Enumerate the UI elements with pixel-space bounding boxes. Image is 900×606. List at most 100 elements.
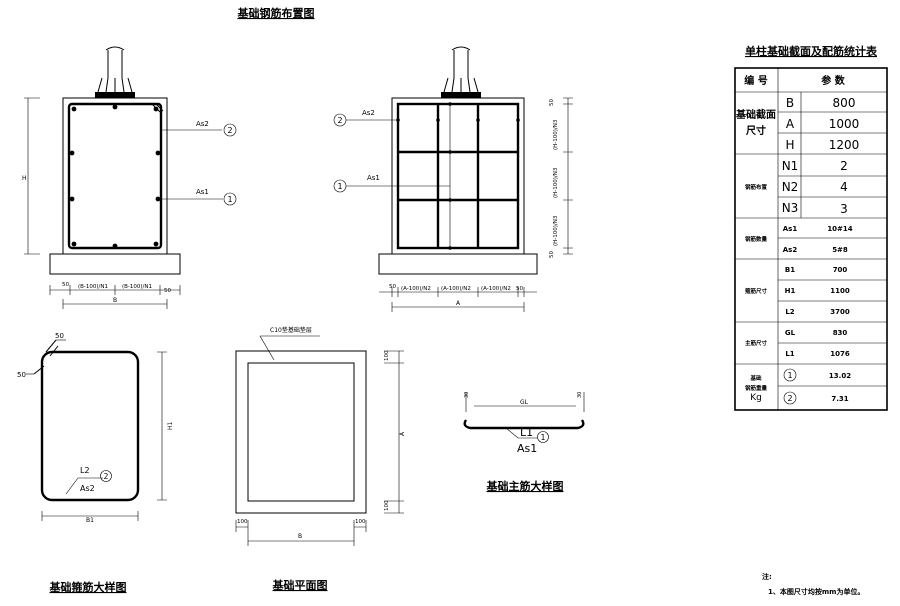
row-val-as1: 10#14 (827, 225, 852, 233)
title-stats-table: 单柱基础截面及配筋统计表 (745, 44, 878, 58)
dim-h1-label: H1 (167, 421, 174, 430)
label-as1-right: As1 (367, 174, 380, 182)
stirrup-outline (67, 102, 163, 250)
dim-right-chain (563, 97, 573, 255)
label-l2: L2 (80, 466, 90, 475)
notes-line-1: 1、本图尺寸均按mm为单位。 (768, 587, 864, 596)
base-plate (95, 92, 135, 98)
row-key-n2: N2 (782, 180, 799, 194)
group-label-main: 主筋尺寸 (745, 339, 768, 347)
foundation-plan: C10垫基础垫层 100 A 100 100 100 B (235, 326, 406, 546)
dim-b1-line (41, 511, 139, 521)
label-as2-stirrup: As2 (80, 484, 95, 493)
dim-gl-label: GL (520, 399, 529, 406)
table-header-code: 编 号 (744, 74, 767, 87)
row-val-b1: 700 (833, 266, 848, 274)
group-label-count: 钢筋数量 (745, 235, 768, 243)
dim-a-label: A (456, 300, 461, 307)
dim-bottom-chain (49, 285, 181, 295)
dim-h-line (24, 97, 40, 255)
dim-h1-line (157, 351, 167, 501)
pedestal-outline (62, 97, 168, 255)
dim-bottom-chain-right (379, 287, 537, 297)
dim-b-plan: B (298, 533, 302, 540)
column-stub (105, 46, 125, 78)
title-main-bar-detail: 基础主筋大样图 (486, 479, 564, 493)
dim-gl-line (465, 392, 585, 412)
leader-stirrup (65, 477, 103, 495)
row-val-b: 800 (833, 96, 856, 110)
svg-text:50: 50 (516, 286, 523, 292)
row-key-weight-1: 1 (787, 371, 792, 380)
row-key-a: A (786, 117, 795, 131)
leader-main-bar (505, 427, 538, 439)
pedestal-outline-plan (247, 362, 355, 502)
circle-1-main-bar: 1 (541, 433, 546, 442)
group-label-weight-2: 钢筋重量 (745, 384, 768, 392)
row-key-b1: B1 (785, 266, 795, 274)
dim-h-label: H (22, 175, 27, 182)
column-base-plate-stiffeners (97, 77, 133, 93)
table-frame (734, 67, 888, 411)
svg-text:100: 100 (384, 350, 390, 361)
dim-plan-vertical (384, 350, 404, 514)
group-label-section-2: 尺寸 (746, 124, 766, 137)
stirrup-shape (40, 350, 140, 502)
row-val-h: 1200 (829, 138, 860, 152)
svg-text:30: 30 (577, 392, 583, 398)
left-elevation: H As2 2 As1 1 50 (B-100)/N1 (B-100)/N1 5… (22, 46, 237, 309)
table-row-lines (735, 91, 887, 387)
group-label-weight-unit: Kg (750, 393, 762, 403)
dim-b-n1-1: (B-100)/N1 (78, 284, 108, 290)
stirrup-detail: 50 50 H1 B1 L2 2 As2 (17, 332, 174, 524)
label-as1-main-bar: As1 (517, 442, 537, 455)
row-key-as1: As1 (783, 225, 798, 233)
title-stirrup-detail: 基础箍筋大样图 (49, 580, 127, 594)
row-val-l1: 1076 (830, 350, 850, 358)
group-label-stirrup: 箍筋尺寸 (744, 287, 768, 295)
circle-1-right: 1 (337, 182, 342, 191)
row-key-n3: N3 (782, 201, 799, 215)
svg-text:100: 100 (237, 519, 248, 525)
circle-2-stirrup: 2 (104, 472, 109, 481)
row-val-weight-1: 13.02 (829, 372, 851, 380)
row-val-weight-2: 7.31 (831, 395, 848, 403)
footing-pad-right (378, 253, 538, 275)
dim-50-left: 50 (62, 282, 69, 288)
dim-50-stirrup-top: 50 (55, 332, 64, 340)
row-key-h: H (785, 138, 794, 152)
dim-h-n3-2: (H-100)/N3 (553, 167, 559, 198)
column-stub-right (451, 46, 471, 78)
label-as2-right: As2 (362, 109, 375, 117)
svg-text:50: 50 (549, 99, 555, 106)
title-foundation-plan: 基础平面图 (272, 578, 328, 592)
dim-a-plan: A (399, 431, 406, 436)
row-val-as2: 5#8 (832, 246, 848, 254)
label-as1-left: As1 (196, 188, 209, 196)
group-label-weight-1: 基础 (749, 374, 762, 382)
row-val-n1: 2 (840, 159, 848, 173)
group-label-section-1: 基础截面 (735, 108, 776, 121)
circle-2-right: 2 (337, 116, 342, 125)
main-bar-detail: 30 GL 30 L1 1 As1 (463, 392, 585, 455)
pad-outline-plan (235, 350, 367, 514)
right-elevation: 2 As2 1 As1 50 (H-100)/N3 (H-100)/N3 (H-… (333, 46, 573, 312)
label-c10: C10垫基础垫层 (270, 326, 312, 334)
dim-b-line (62, 299, 168, 309)
dim-plan-horizontal (235, 520, 367, 546)
notes-heading: 注: (762, 572, 772, 581)
row-key-h1: H1 (785, 287, 796, 295)
footing-pad (49, 253, 181, 275)
dim-a-line (391, 302, 525, 312)
stats-table[interactable]: 编 号 参 数 基础截面 尺寸 钢筋布置 钢筋数量 箍筋尺寸 主筋尺寸 基础 钢… (734, 67, 888, 411)
circle-1-left: 1 (227, 195, 232, 204)
rebar-cage-outline (396, 102, 520, 250)
rebar-grid-lines (398, 104, 518, 248)
circle-2-left: 2 (227, 126, 232, 135)
row-val-n3: 3 (840, 202, 848, 216)
table-header-params: 参 数 (821, 74, 845, 87)
label-l1: L1 (520, 426, 533, 439)
dim-h-n3-1: (H-100)/N3 (553, 119, 559, 150)
dim-b-n1-2: (B-100)/N1 (122, 284, 152, 290)
